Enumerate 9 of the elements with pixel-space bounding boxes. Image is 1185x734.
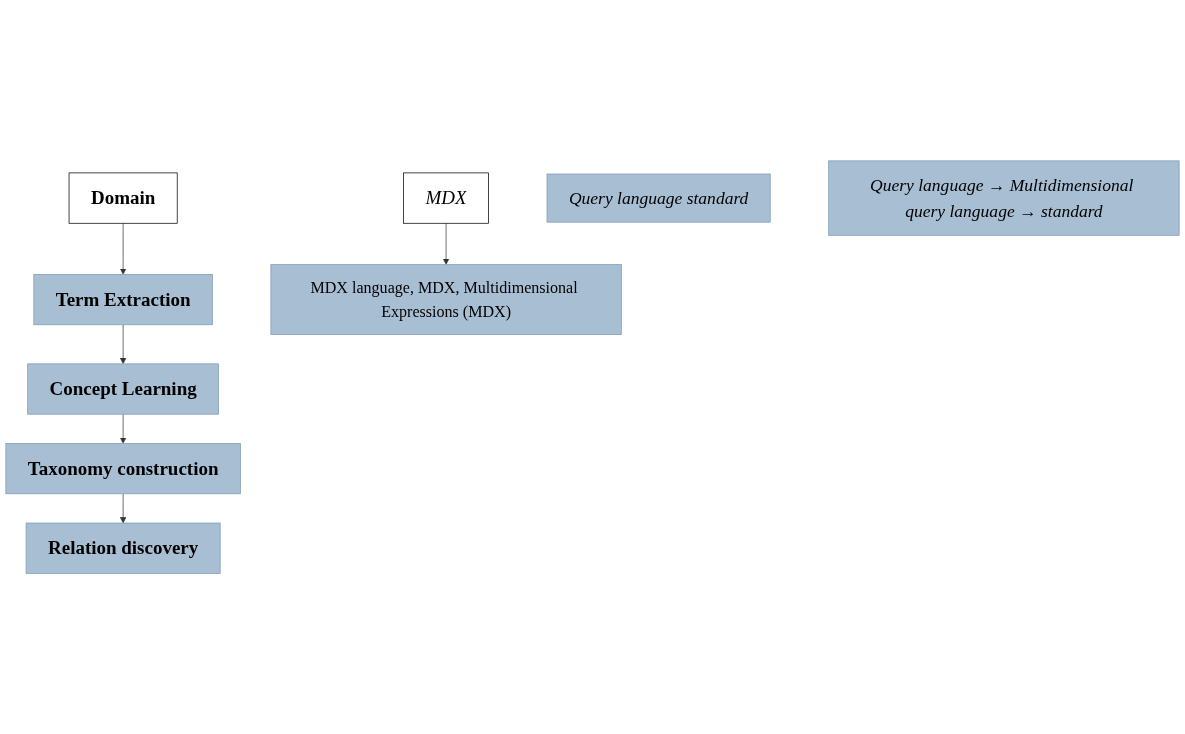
node-box: Concept Learning <box>27 363 219 415</box>
node-box: Query language → Multidimensional query language → standard <box>828 160 1180 236</box>
node-box: MDX language, MDX, Multidimensional Expressions (MDX) <box>270 264 622 335</box>
node-box: Term Extraction <box>33 273 213 325</box>
node-box: Relation discovery <box>25 522 221 574</box>
node-box: Taxonomy construction <box>5 442 241 495</box>
node-box: Domain <box>68 172 178 224</box>
node-box: Query language standard <box>546 173 771 223</box>
node-box: MDX <box>403 172 489 224</box>
